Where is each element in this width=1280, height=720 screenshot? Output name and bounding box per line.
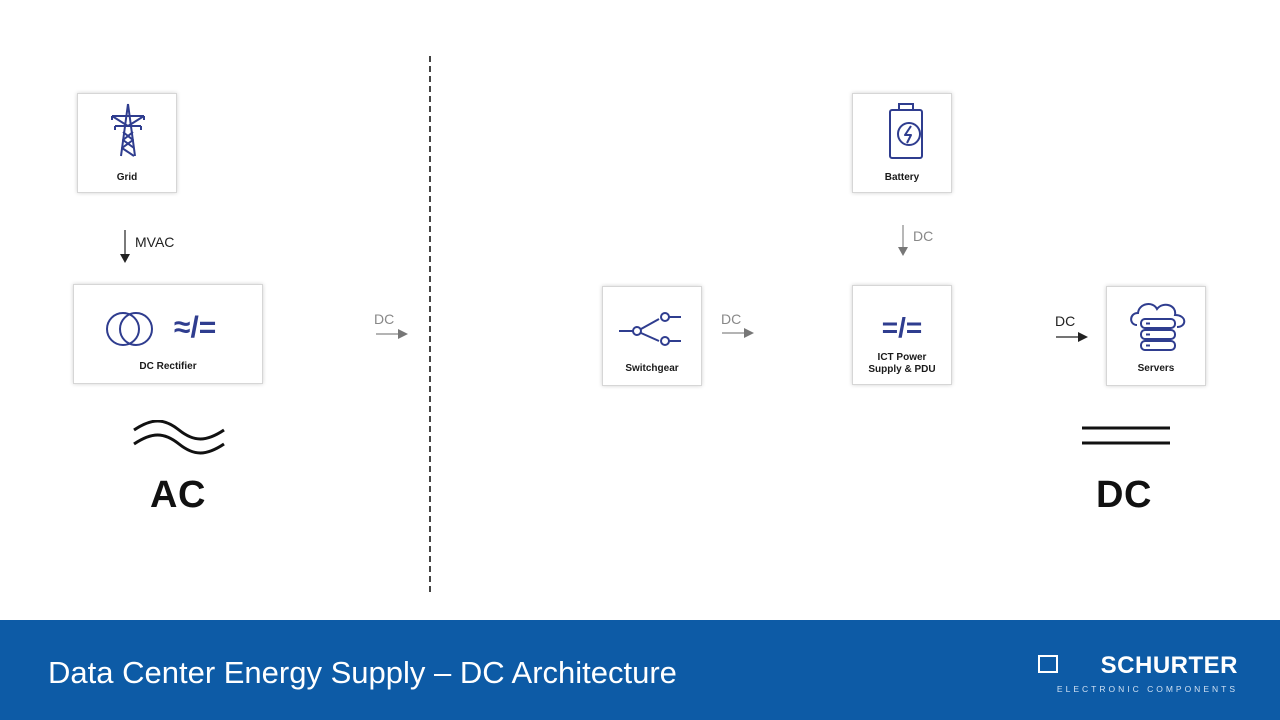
brand-name: SCHURTER	[1100, 652, 1238, 679]
diagram-canvas: Grid MVAC ≈/= DC Rectifier AC DC Ba	[73, 56, 1206, 592]
dc-label: DC	[1096, 474, 1152, 516]
switchgear-label: Switchgear	[625, 363, 679, 374]
dc-lines-icon	[1082, 426, 1170, 445]
flow-label-switchgear-dc: DC	[721, 311, 742, 327]
arrow-battery-to-ict	[898, 225, 908, 256]
flow-label-battery-dc: DC	[913, 228, 934, 244]
footer-title: Data Center Energy Supply – DC Architect…	[48, 655, 677, 690]
pylon-icon	[111, 103, 145, 157]
battery-node: Battery	[852, 93, 952, 193]
footer-bar: Data Center Energy Supply – DC Architect…	[0, 620, 1280, 720]
ac-wave-icon	[133, 420, 225, 455]
arrow-ict-to-servers	[1056, 332, 1088, 342]
ac-label: AC	[150, 474, 206, 516]
flow-label-servers-dc: DC	[1055, 313, 1076, 329]
ict-label-line1: ICT Power	[877, 352, 927, 363]
switchgear-node: Switchgear	[602, 286, 702, 386]
flow-label-rectifier-dc: DC	[374, 311, 395, 327]
battery-icon	[889, 103, 923, 159]
schurter-logo-icon	[1038, 655, 1058, 673]
grid-label: Grid	[116, 172, 138, 183]
grid-node: Grid	[77, 93, 177, 193]
transformer-icon	[106, 312, 153, 346]
arrow-grid-to-rectifier	[120, 230, 130, 263]
servers-node: Servers	[1106, 286, 1206, 386]
switch-icon	[619, 312, 681, 346]
servers-label: Servers	[1137, 363, 1175, 374]
ict-label-line2: Supply & PDU	[868, 364, 936, 375]
ac-dc-symbol: ≈/=	[174, 311, 217, 344]
dc-rectifier-label: DC Rectifier	[139, 361, 197, 372]
dc-dc-symbol: =/=	[881, 312, 923, 343]
battery-label: Battery	[884, 172, 920, 183]
brand-subtitle: ELECTRONIC COMPONENTS	[1056, 684, 1238, 694]
brand-logo: SCHURTER ELECTRONIC COMPONENTS	[1038, 652, 1238, 696]
cloud-server-icon	[1130, 303, 1186, 351]
dc-rectifier-node: ≈/= DC Rectifier	[73, 284, 263, 384]
ict-power-supply-node: =/= ICT Power Supply & PDU	[852, 285, 952, 385]
flow-label-mvac: MVAC	[135, 234, 175, 250]
arrow-rectifier-out	[376, 329, 408, 339]
ac-dc-divider	[429, 56, 431, 592]
arrow-switchgear-to-ict	[722, 328, 754, 338]
